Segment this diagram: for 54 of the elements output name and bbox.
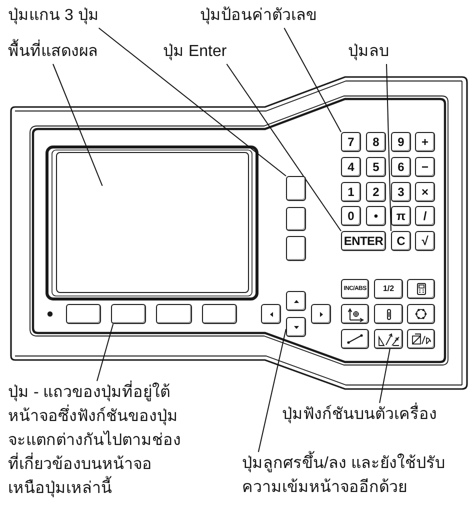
function-key — [374, 329, 403, 349]
numeric-key: 4 — [341, 157, 361, 177]
leader-line — [379, 348, 390, 404]
callout-label: พื้นที่แสดงผล — [8, 40, 98, 64]
leader-line — [386, 64, 392, 232]
arrow-key — [286, 291, 306, 311]
function-key — [407, 329, 435, 349]
callout-label: ปุ่มลบ — [348, 40, 389, 64]
leader-line — [284, 28, 342, 132]
function-key — [374, 304, 403, 324]
leader-line — [226, 64, 342, 232]
function-key: 1/2 — [374, 279, 403, 299]
numeric-key: 3 — [391, 182, 411, 202]
axis-key — [286, 236, 306, 261]
soft-key — [66, 304, 101, 324]
leader-line — [96, 324, 114, 382]
numeric-key: • — [366, 206, 386, 226]
numeric-key: 7 — [341, 132, 361, 152]
arrow-key — [286, 317, 306, 337]
numeric-key: 2 — [366, 182, 386, 202]
callout-label: ปุ่มแกน 3 ปุ่ม — [8, 4, 99, 28]
arrow-key — [261, 304, 281, 324]
callout-label: ปุ่มฟังก์ชันบนตัวเครื่อง — [282, 403, 437, 427]
numeric-key: / — [415, 206, 435, 226]
leader-line — [98, 28, 286, 176]
numeric-key: × — [415, 182, 435, 202]
numeric-key: 0 — [341, 206, 361, 226]
function-key — [341, 329, 369, 349]
numeric-key: 6 — [391, 157, 411, 177]
numeric-key: 5 — [366, 157, 386, 177]
numeric-key: π — [391, 206, 411, 226]
numeric-key: C — [391, 231, 411, 251]
numeric-key: − — [415, 157, 435, 177]
numeric-key: 8 — [366, 132, 386, 152]
soft-key — [202, 304, 237, 324]
numeric-key: √ — [415, 231, 435, 251]
enter-key: ENTER — [341, 231, 386, 251]
axis-key — [286, 176, 306, 201]
numeric-key: 9 — [391, 132, 411, 152]
display-screen — [56, 152, 249, 293]
callout-label: ปุ่ม - แถวของปุ่มที่อยู่ใต้หน้าจอซึ่งฟังก์ชันของปุ่มจะแตกต่างกันไปตามช่องที่เกี่ยวข้องบนหน้าจอเหนือปุ่มเหล่านี้ — [8, 381, 186, 501]
function-key — [407, 304, 435, 324]
callout-label: ปุ่มลูกศรขึ้น/ลง และยังใช้ปรับความเข้มหน้าจออีกด้วย — [242, 452, 447, 500]
soft-key — [111, 304, 146, 324]
callout-label: ปุ่ม Enter — [163, 40, 227, 64]
arrow-key — [311, 304, 331, 324]
axis-key — [286, 207, 306, 231]
leader-line — [52, 64, 103, 186]
numeric-key: 1 — [341, 182, 361, 202]
function-key — [341, 304, 369, 324]
numeric-key: + — [415, 132, 435, 152]
function-key — [407, 279, 435, 299]
soft-key — [156, 304, 192, 324]
callout-label: ปุ่มป้อนค่าตัวเลข — [200, 4, 317, 28]
